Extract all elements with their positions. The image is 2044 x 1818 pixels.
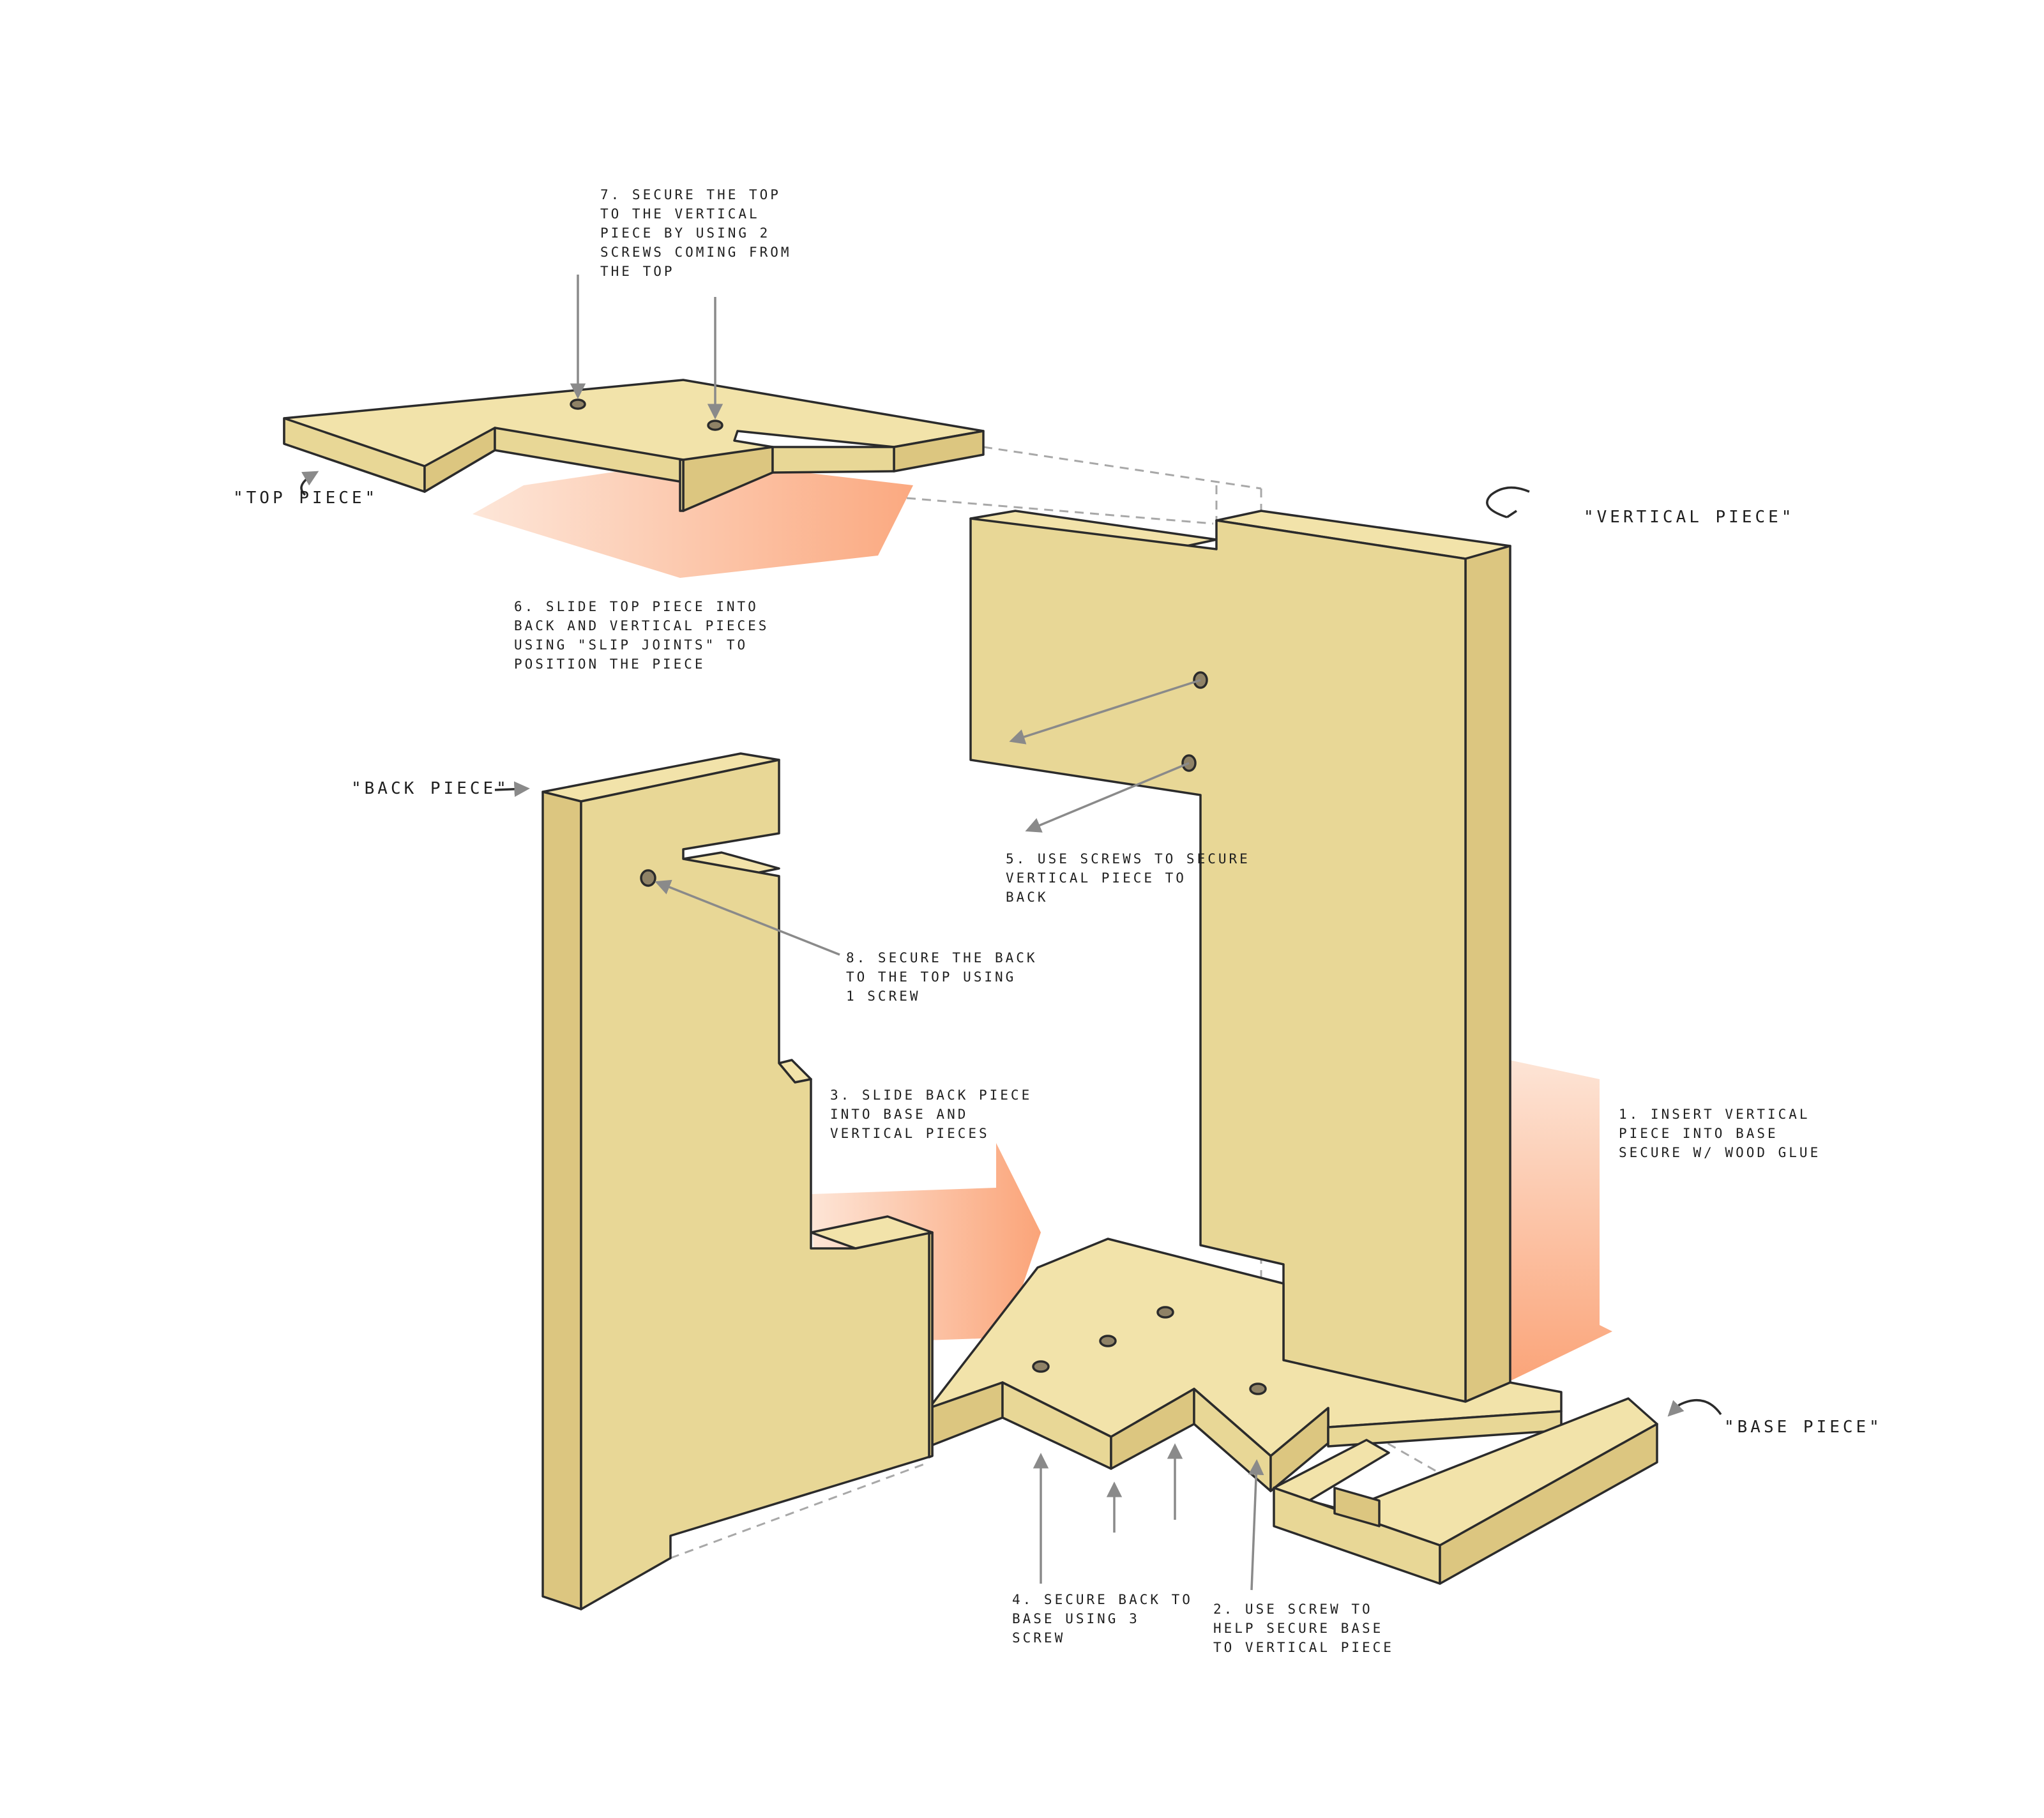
step-7-note: 7. SECURE THE TOP TO THE VERTICAL PIECE …	[600, 185, 792, 281]
step-6-line-2: BACK AND VERTICAL PIECES	[514, 616, 769, 635]
top-piece-label: "TOP PIECE"	[233, 489, 378, 508]
step-3-note: 3. SLIDE BACK PIECE INTO BASE AND VERTIC…	[830, 1086, 1032, 1143]
step-3-line-1: 3. SLIDE BACK PIECE	[830, 1086, 1032, 1105]
step-8-line-2: TO THE TOP USING	[846, 967, 1038, 987]
vertical-piece-label: "VERTICAL PIECE"	[1584, 508, 1794, 527]
step-5-note: 5. USE SCREWS TO SECURE VERTICAL PIECE T…	[1006, 849, 1250, 907]
step-7-line-3: PIECE BY USING 2	[600, 223, 792, 243]
step-8-line-1: 8. SECURE THE BACK	[846, 948, 1038, 967]
step-4-note: 4. SECURE BACK TO BASE USING 3 SCREW	[1012, 1590, 1193, 1648]
step-2-note: 2. USE SCREW TO HELP SECURE BASE TO VERT…	[1213, 1600, 1394, 1657]
back-piece-board	[543, 754, 932, 1609]
step-6-line-4: POSITION THE PIECE	[514, 655, 769, 674]
step-4-line-1: 4. SECURE BACK TO	[1012, 1590, 1193, 1609]
step-7-line-4: SCREWS COMING FROM	[600, 243, 792, 262]
step-3-line-2: INTO BASE AND	[830, 1105, 1032, 1124]
step-6-line-3: USING "SLIP JOINTS" TO	[514, 635, 769, 655]
step-3-line-3: VERTICAL PIECES	[830, 1124, 1032, 1143]
step-2-line-2: HELP SECURE BASE	[1213, 1619, 1394, 1638]
step-7-line-5: THE TOP	[600, 262, 792, 281]
step-1-line-2: PIECE INTO BASE	[1619, 1124, 1821, 1143]
step-4-line-2: BASE USING 3	[1012, 1609, 1193, 1628]
step-7-line-1: 7. SECURE THE TOP	[600, 185, 792, 204]
back-piece-label: "BACK PIECE"	[351, 779, 510, 798]
base-piece-label: "BASE PIECE"	[1724, 1418, 1882, 1437]
step-5-line-1: 5. USE SCREWS TO SECURE	[1006, 849, 1250, 868]
step-4-line-3: SCREW	[1012, 1628, 1193, 1648]
step-1-line-3: SECURE W/ WOOD GLUE	[1619, 1143, 1821, 1162]
step-5-line-3: BACK	[1006, 888, 1250, 907]
step-5-line-2: VERTICAL PIECE TO	[1006, 868, 1250, 888]
step-7-line-2: TO THE VERTICAL	[600, 204, 792, 223]
step-2-line-3: TO VERTICAL PIECE	[1213, 1638, 1394, 1657]
step-6-line-1: 6. SLIDE TOP PIECE INTO	[514, 597, 769, 616]
step-6-note: 6. SLIDE TOP PIECE INTO BACK AND VERTICA…	[514, 597, 769, 674]
step-1-line-1: 1. INSERT VERTICAL	[1619, 1105, 1821, 1124]
step-8-note: 8. SECURE THE BACK TO THE TOP USING 1 SC…	[846, 948, 1038, 1006]
step-8-line-3: 1 SCREW	[846, 987, 1038, 1006]
step-2-line-1: 2. USE SCREW TO	[1213, 1600, 1394, 1619]
step-1-note: 1. INSERT VERTICAL PIECE INTO BASE SECUR…	[1619, 1105, 1821, 1162]
